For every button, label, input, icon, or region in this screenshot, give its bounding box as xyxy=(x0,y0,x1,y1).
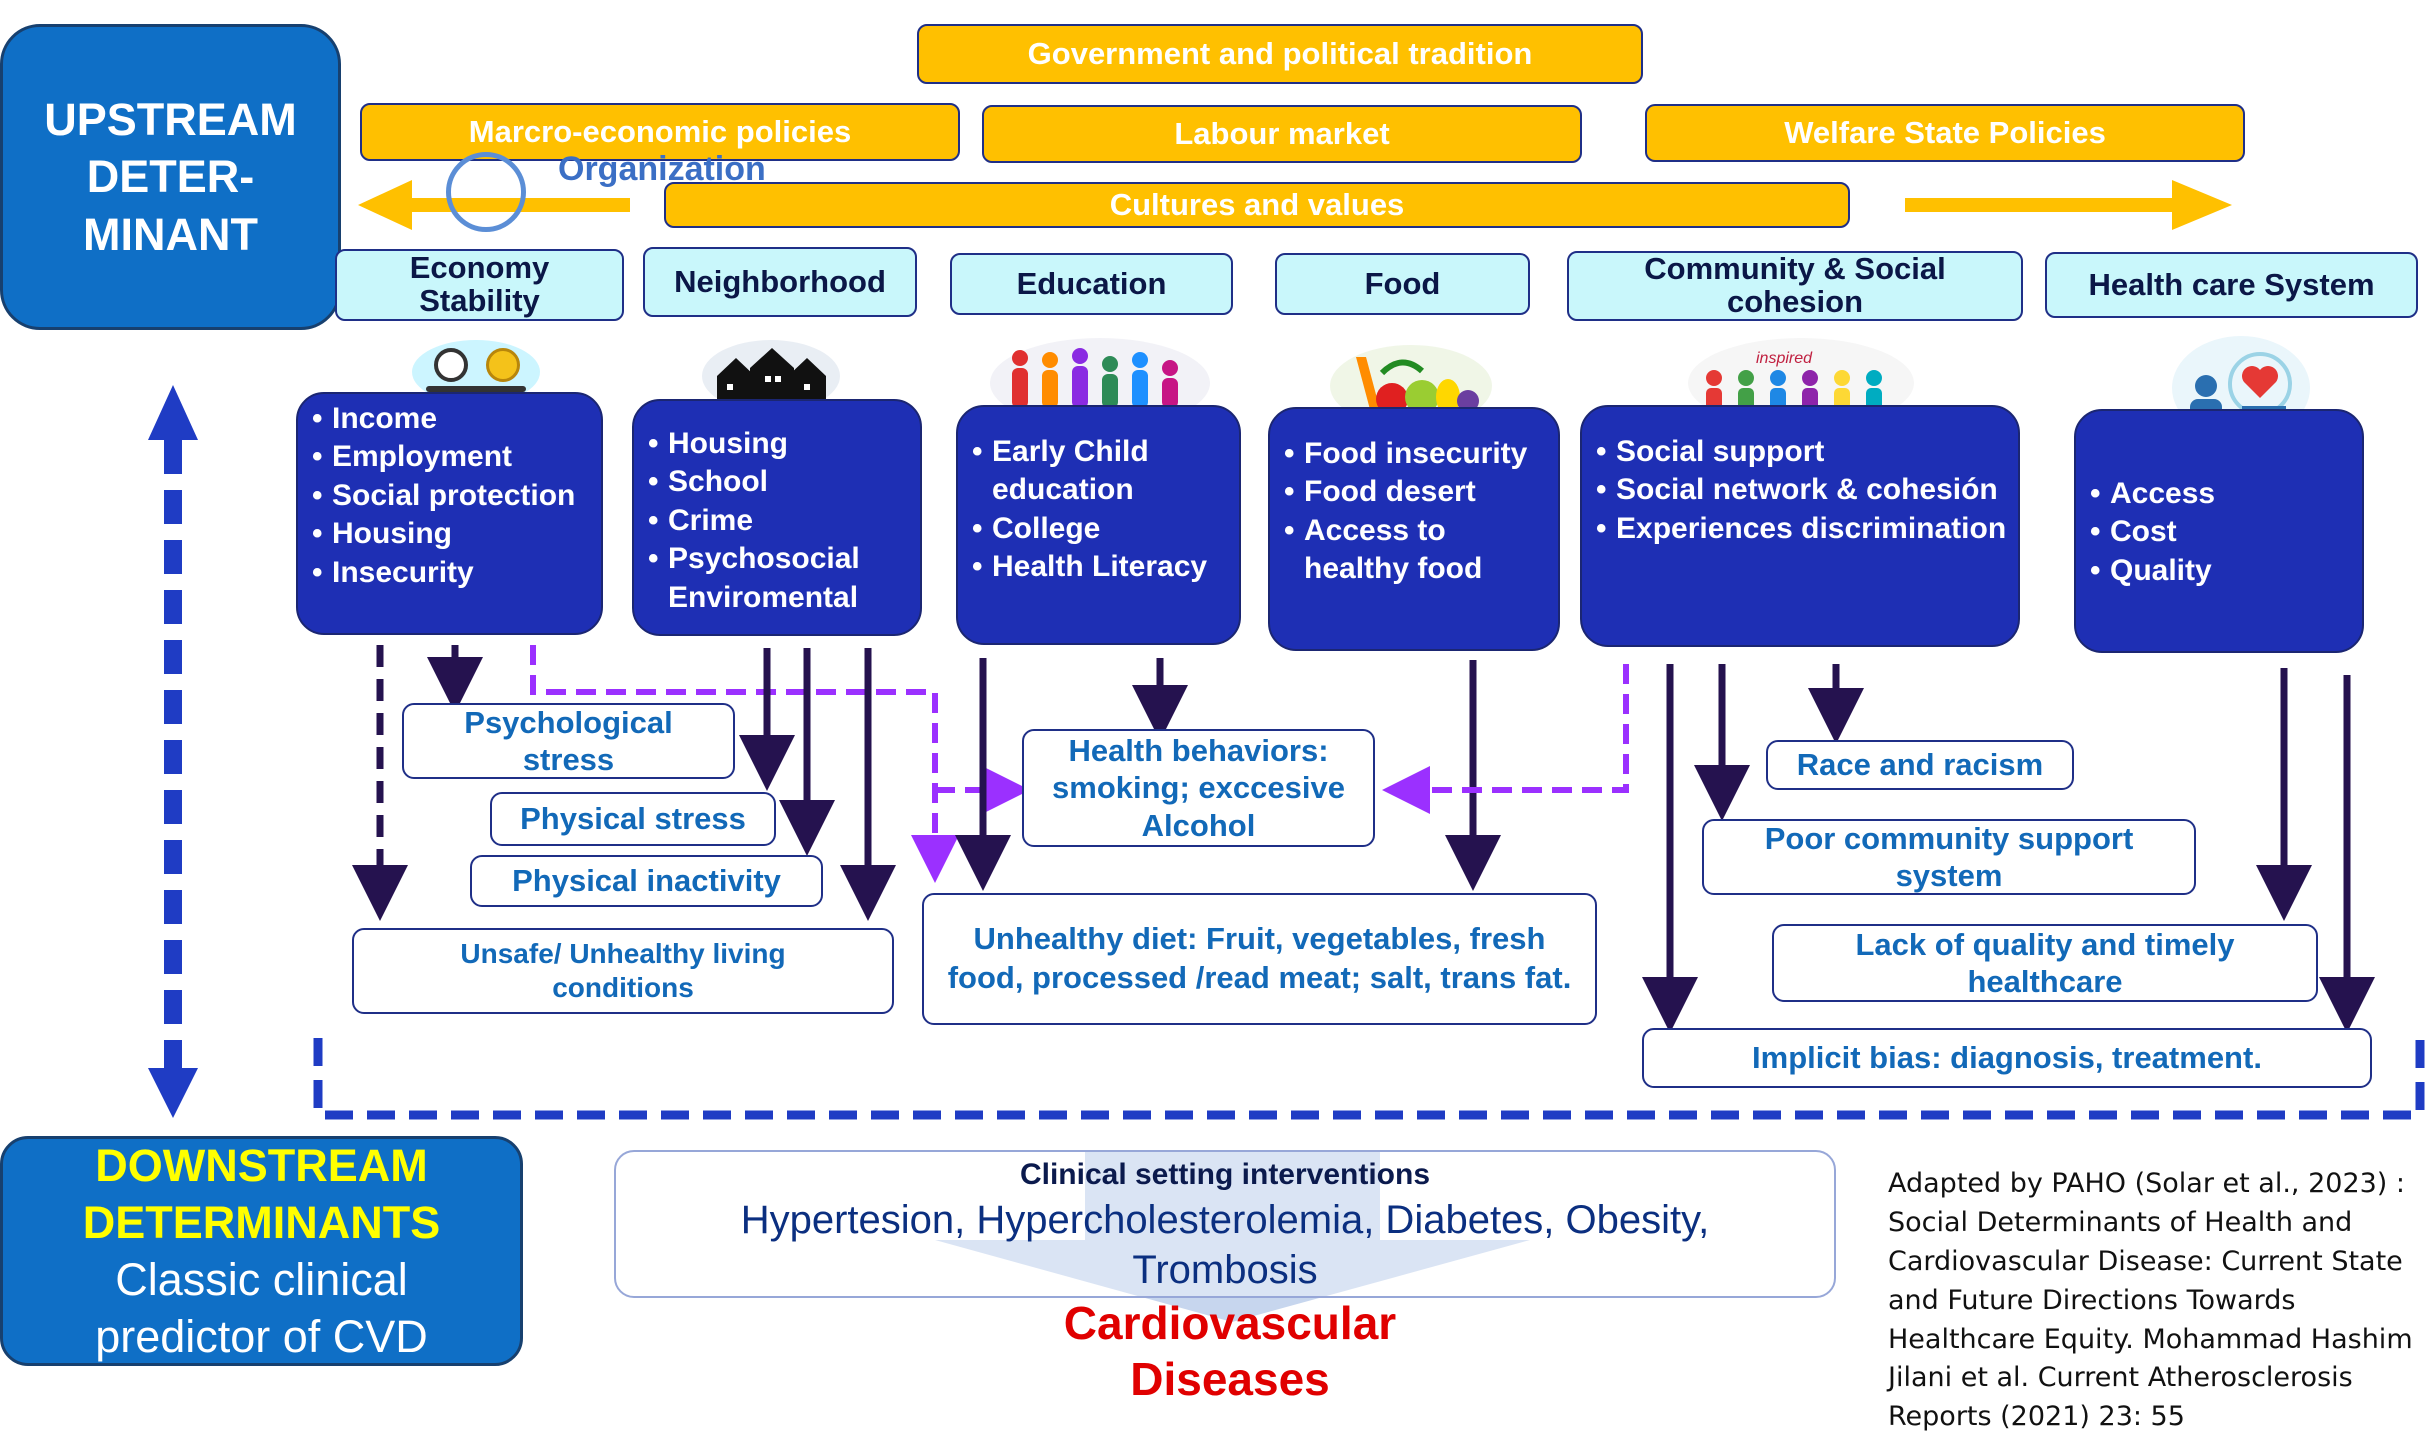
factor-item: Food insecurity xyxy=(1280,435,1548,474)
factor-item: Social protection xyxy=(308,477,591,516)
gold-arrow-right xyxy=(1905,180,2232,230)
funnel-shape xyxy=(935,1150,1530,1322)
factors-health: Access Cost Quality xyxy=(2074,409,2364,653)
factor-item: Psychosocial Enviromental xyxy=(644,540,910,617)
category-health: Health care System xyxy=(2045,252,2418,318)
factors-food: Food insecurity Food desert Access to he… xyxy=(1268,407,1560,651)
factor-item: Crime xyxy=(644,502,910,541)
factors-education: Early Child education College Health Lit… xyxy=(956,405,1241,645)
factor-item: Income xyxy=(308,400,591,439)
citation-text: Adapted by PAHO (Solar et al., 2023) : S… xyxy=(1888,1168,2413,1433)
factor-item: Social network & cohesión xyxy=(1592,471,2008,510)
factors-community: Social support Social network & cohesión… xyxy=(1580,405,2020,647)
outcome-implicit-bias: Implicit bias: diagnosis, treatment. xyxy=(1642,1028,2372,1088)
government-bar: Government and political tradition xyxy=(917,24,1643,84)
factor-item: Access xyxy=(2086,475,2352,514)
upstream-title: UPSTREAM DETER- MINANT xyxy=(44,94,297,260)
macro-bar: Marcro-economic policies xyxy=(360,103,960,161)
factor-item: School xyxy=(644,463,910,502)
purple-arrow-econ xyxy=(530,645,959,883)
clinical-heading: Clinical setting interventions xyxy=(1019,1158,1431,1191)
factors-neighborhood: Housing School Crime Psychosocial Enviro… xyxy=(632,399,922,636)
factor-item: Employment xyxy=(308,438,591,477)
outcome-lack-quality-healthcare: Lack of quality and timely healthcare xyxy=(1772,924,2318,1002)
category-education: Education xyxy=(950,253,1233,315)
factor-item: Access to healthy food xyxy=(1280,512,1548,589)
factor-item: Early Child education xyxy=(968,433,1229,510)
factor-item: Food desert xyxy=(1280,473,1548,512)
welfare-bar: Welfare State Policies xyxy=(1645,104,2245,162)
factor-item: Experiences discrimination xyxy=(1592,510,2008,549)
outcome-race-racism: Race and racism xyxy=(1766,740,2074,790)
downstream-title: DOWNSTREAM DETERMINANTS xyxy=(82,1139,441,1248)
outcome-physical-inactivity: Physical inactivity xyxy=(470,855,823,907)
outcome-health-behaviors: Health behaviors: smoking; exccesive Alc… xyxy=(1022,729,1375,847)
factors-economy: Income Employment Social protection Hous… xyxy=(296,392,603,635)
downstream-subtitle: Classic clinical predictor of CVD xyxy=(95,1254,428,1363)
organization-watermark: Organization xyxy=(440,150,770,232)
clinical-body: Hypertesion, Hypercholesterolemia, Diabe… xyxy=(740,1198,1710,1292)
factor-item: Quality xyxy=(2086,552,2352,591)
factor-item: Insecurity xyxy=(308,554,591,593)
category-economy: Economy Stability xyxy=(335,249,624,321)
category-community: Community & Social cohesion xyxy=(1567,251,2023,321)
upstream-box: UPSTREAM DETER- MINANT xyxy=(0,24,341,330)
factor-item: College xyxy=(968,510,1229,549)
purple-arrow-community xyxy=(1382,664,1629,814)
outcome-unhealthy-diet: Unhealthy diet: Fruit, vegetables, fresh… xyxy=(922,893,1597,1025)
outcome-psychological-stress: Psychological stress xyxy=(402,703,735,779)
cvd-label: Cardiovascular Diseases xyxy=(1063,1297,1397,1406)
houses-icon xyxy=(702,340,840,412)
factor-item: Cost xyxy=(2086,513,2352,552)
globe-logo-icon xyxy=(446,152,526,232)
category-neighborhood: Neighborhood xyxy=(643,247,917,317)
category-food: Food xyxy=(1275,253,1530,315)
inspired-label: inspired xyxy=(1756,350,1813,367)
outcome-poor-community-support: Poor community support system xyxy=(1702,819,2196,895)
connector-layer xyxy=(148,180,2425,1322)
dashed-double-arrow xyxy=(148,385,198,1118)
outcome-unsafe-living: Unsafe/ Unhealthy living conditions xyxy=(352,928,894,1014)
downstream-box: DOWNSTREAM DETERMINANTS Classic clinical… xyxy=(0,1136,523,1366)
clinical-box xyxy=(614,1150,1836,1298)
labour-bar: Labour market xyxy=(982,105,1582,163)
factor-item: Housing xyxy=(644,425,910,464)
factor-item: Social support xyxy=(1592,433,2008,472)
watermark-text: Organization xyxy=(558,150,766,188)
factor-item: Housing xyxy=(308,515,591,554)
factor-item: Health Literacy xyxy=(968,548,1229,587)
outcome-physical-stress: Physical stress xyxy=(490,792,776,846)
cultures-bar: Cultures and values xyxy=(664,182,1850,228)
